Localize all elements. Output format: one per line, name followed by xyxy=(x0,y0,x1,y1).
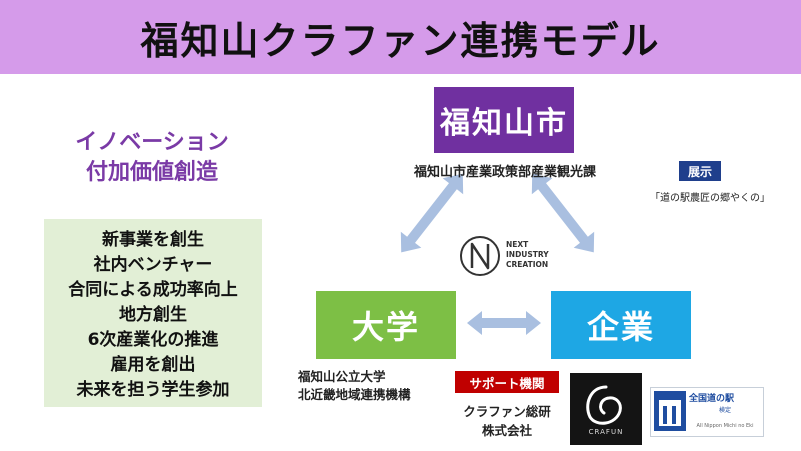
arrow-university-company xyxy=(467,311,541,335)
nic-line-3: CREATION xyxy=(506,260,549,269)
support-org-line-1: クラファン総研 xyxy=(463,404,551,419)
arrow-city-university xyxy=(400,173,464,253)
university-name-1: 福知山公立大学 xyxy=(298,369,386,384)
crafun-swirl-overlay-icon xyxy=(586,385,622,425)
node-university: 大学 xyxy=(316,291,456,359)
title-band xyxy=(0,0,801,74)
list-item: 6次産業化の推進 xyxy=(87,330,219,350)
node-city: 福知山市 xyxy=(434,87,574,153)
city-department-label: 福知山市産業政策部産業観光課 xyxy=(413,165,596,180)
list-item: 新事業を創生 xyxy=(102,230,204,250)
exhibit-badge: 展示 xyxy=(679,161,721,181)
support-badge: サポート機関 xyxy=(455,371,559,393)
support-organization: クラファン総研 株式会社 xyxy=(440,402,574,440)
benefits-list: 新事業を創生 社内ベンチャー 合同による成功率向上 地方創生 6次産業化の推進 … xyxy=(44,228,262,403)
innovation-line-2: 付加価値創造 xyxy=(85,160,218,185)
next-industry-creation-logo-icon xyxy=(460,236,500,276)
nic-line-2: INDUSTRY xyxy=(506,250,549,259)
nic-line-1: NEXT xyxy=(506,240,529,249)
michinoeki-title: 全国道の駅 xyxy=(689,394,735,404)
crafun-logo xyxy=(570,373,642,445)
michinoeki-building-icon xyxy=(654,391,686,431)
michinoeki-sub: 検定 xyxy=(718,407,731,414)
page-title: 福知山クラファン連携モデル xyxy=(140,18,661,63)
university-names: 福知山公立大学 北近畿地域連携機構 xyxy=(298,368,458,404)
support-org-line-2: 株式会社 xyxy=(481,423,532,438)
innovation-line-1: イノベーション xyxy=(75,130,229,155)
node-company: 企業 xyxy=(551,291,691,359)
university-name-2: 北近畿地域連携機構 xyxy=(298,387,411,402)
list-item: 未来を担う学生参加 xyxy=(76,380,230,400)
list-item: 地方創生 xyxy=(119,305,187,325)
list-item: 合同による成功率向上 xyxy=(68,280,238,300)
exhibit-note: 「道の駅農匠の郷やくの」 xyxy=(650,193,770,204)
innovation-heading: イノベーション 付加価値創造 xyxy=(52,128,252,188)
list-item: 社内ベンチャー xyxy=(93,255,213,275)
benefits-box xyxy=(44,219,262,407)
arrow-city-company xyxy=(531,173,595,253)
list-item: 雇用を創出 xyxy=(110,355,196,375)
next-industry-creation-text: NEXT INDUSTRY CREATION xyxy=(506,240,566,270)
michinoeki-english: All Nippon Michi no Eki xyxy=(696,423,754,429)
crafun-logo-text: CRAFUN xyxy=(588,428,624,436)
